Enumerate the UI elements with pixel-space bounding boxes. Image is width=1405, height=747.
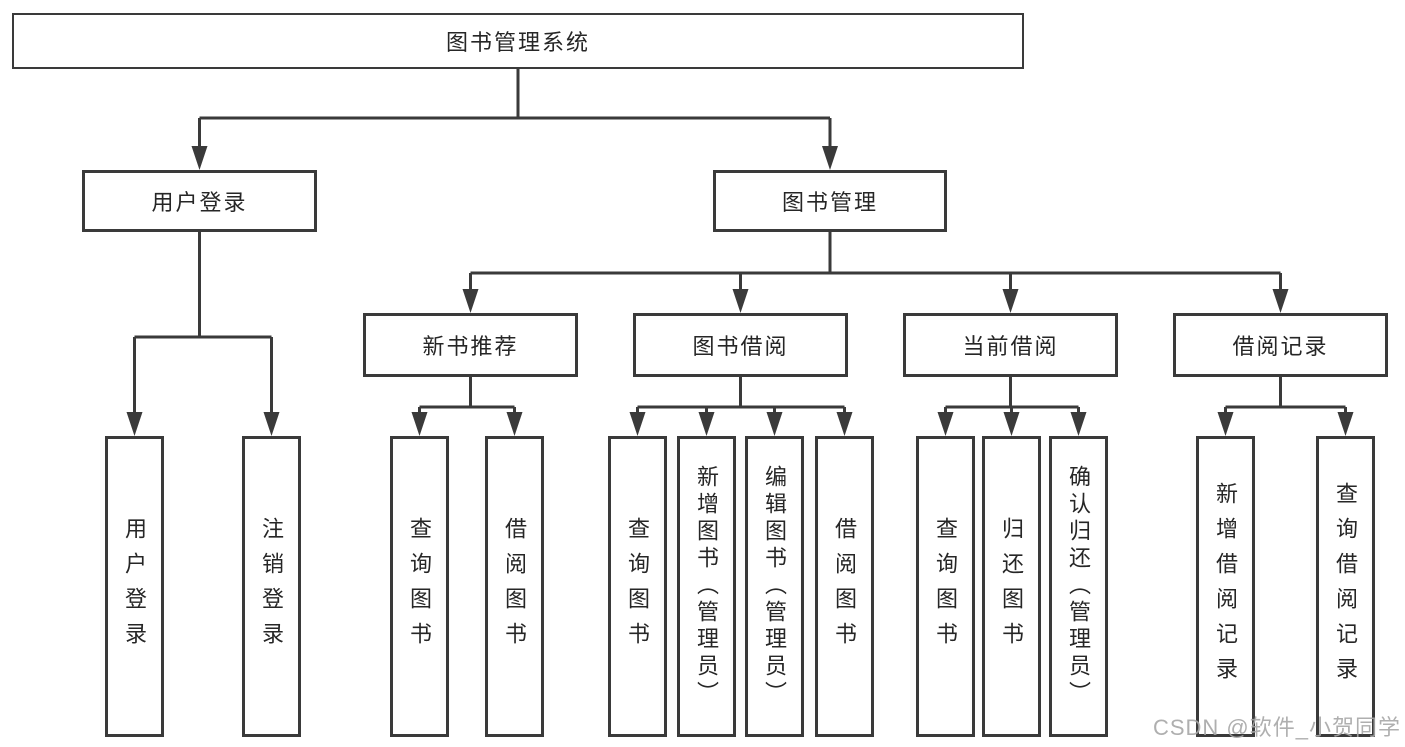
leaf-confirm-return-admin: 确认归还（管理员） — [1049, 436, 1108, 737]
leaf-query-books: 查询图书 — [390, 436, 449, 737]
leaf-query-borrow-record: 查询借阅记录 — [1316, 436, 1375, 737]
node-library-management-system: 图书管理系统 — [12, 13, 1024, 69]
arrowheads-new-book-recommend — [411, 412, 523, 436]
leaf-add-book-admin: 新增图书（管理员） — [677, 436, 736, 737]
leaf-edit-book-admin: 编辑图书（管理员） — [745, 436, 804, 737]
leaf-query-books: 查询图书 — [916, 436, 975, 737]
leaf-return-books: 归还图书 — [982, 436, 1041, 737]
edge-new-book-recommend-leaves — [418, 377, 516, 418]
leaf-add-borrow-record: 新增借阅记录 — [1196, 436, 1255, 737]
edge-current-borrow-leaves — [944, 377, 1080, 418]
leaf-query-books: 查询图书 — [608, 436, 667, 737]
leaf-borrow-books: 借阅图书 — [485, 436, 544, 737]
edge-book-borrow-leaves — [636, 377, 846, 418]
node-current-borrow: 当前借阅 — [903, 313, 1118, 377]
leaf-logout: 注销登录 — [242, 436, 301, 737]
edge-borrow-records-leaves — [1224, 377, 1347, 418]
node-new-book-recommend: 新书推荐 — [363, 313, 578, 377]
leaf-borrow-books: 借阅图书 — [815, 436, 874, 737]
leaf-user-login: 用户登录 — [105, 436, 164, 737]
node-borrow-records: 借阅记录 — [1173, 313, 1388, 377]
edge-root-to-level2 — [198, 69, 832, 150]
node-book-management: 图书管理 — [713, 170, 947, 232]
arrowheads-book-borrow — [629, 412, 853, 436]
arrowheads-current-borrow — [937, 412, 1087, 436]
edge-user-login-branch — [133, 232, 273, 416]
csdn-watermark: CSDN @软件_小贺同学 — [1152, 715, 1401, 740]
arrowheads-borrow-records — [1217, 412, 1354, 436]
node-user-login: 用户登录 — [82, 170, 317, 232]
arrowheads-level3 — [462, 289, 1289, 313]
arrowheads-user-login-leaves — [126, 412, 280, 436]
node-book-borrow: 图书借阅 — [633, 313, 848, 377]
edge-book-management-to-level3 — [469, 232, 1282, 293]
arrowheads-level2 — [191, 146, 838, 170]
